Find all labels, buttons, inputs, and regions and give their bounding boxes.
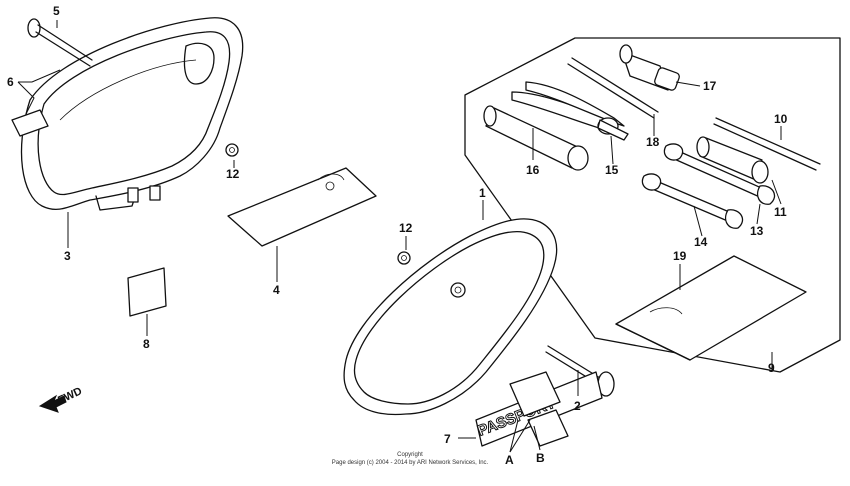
tool-kit-boundary xyxy=(464,37,841,373)
spanner-part-16 xyxy=(483,105,589,171)
callout-4: 4 xyxy=(273,283,280,297)
leader-lines xyxy=(17,20,782,453)
screwdriver-part-10 xyxy=(713,117,821,171)
callout-12-lower: 12 xyxy=(399,221,413,235)
callout-13: 13 xyxy=(750,224,764,238)
right-side-cover xyxy=(343,218,558,416)
callout-2: 2 xyxy=(574,399,581,413)
wrench-part-13 xyxy=(663,143,776,205)
callout-6: 6 xyxy=(7,75,14,89)
rod-part-18 xyxy=(567,57,659,119)
bolt-part-5 xyxy=(27,18,93,67)
fwd-label: FWD xyxy=(56,385,84,406)
grommet-part-12-lower xyxy=(397,251,411,265)
grommet-part-12-upper xyxy=(225,143,239,157)
callout-16: 16 xyxy=(526,163,540,177)
fwd-arrow: FWD xyxy=(38,385,84,413)
wrench-part-14 xyxy=(641,173,744,229)
pliers-part-15 xyxy=(511,81,629,141)
callout-10: 10 xyxy=(774,112,788,126)
callout-5: 5 xyxy=(53,4,60,18)
tool-bag-part-19 xyxy=(615,255,807,361)
decal-a-b xyxy=(509,371,569,447)
callout-3: 3 xyxy=(64,249,71,263)
copyright-line-1: Copyright xyxy=(397,452,423,458)
callout-14: 14 xyxy=(694,235,708,249)
callout-a: A xyxy=(505,453,514,467)
callout-12-upper: 12 xyxy=(226,167,240,181)
callout-7: 7 xyxy=(444,432,451,446)
copyright-line-2: Page design (c) 2004 - 2014 by ARI Netwo… xyxy=(332,460,489,466)
callout-b: B xyxy=(536,451,545,465)
label-part-8 xyxy=(127,267,167,317)
callout-11: 11 xyxy=(774,205,787,219)
callout-19: 19 xyxy=(673,249,687,263)
callout-17: 17 xyxy=(703,79,717,93)
handle-part-11 xyxy=(696,136,769,184)
callout-18: 18 xyxy=(646,135,660,149)
callout-15: 15 xyxy=(605,163,619,177)
callout-8: 8 xyxy=(143,337,150,351)
tool-bag-part-4 xyxy=(227,167,377,247)
label-part-6 xyxy=(11,109,49,137)
callout-1: 1 xyxy=(479,186,486,200)
left-side-cover xyxy=(20,17,244,211)
socket-part-17 xyxy=(619,44,680,91)
callout-9: 9 xyxy=(768,361,775,375)
